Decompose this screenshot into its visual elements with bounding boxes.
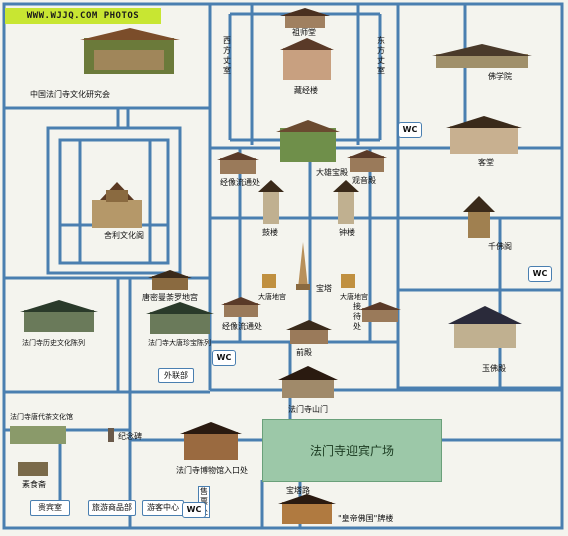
archway-icon[interactable]: [278, 494, 336, 524]
drum-tower-icon[interactable]: [258, 180, 284, 224]
guanyin-hall-label: 观音殿: [352, 176, 376, 185]
jingxiang-office-2-label: 经像流通处: [222, 322, 262, 331]
sutra-building-label: 藏经楼: [294, 86, 318, 95]
west-room-label: 西方丈室: [223, 36, 231, 75]
visitor-center-box[interactable]: 游客中心: [142, 500, 184, 516]
datang-palace-left-label: 大唐地宫: [258, 293, 286, 301]
history-series-label: 法门寺历史文化陈列: [22, 339, 85, 347]
pagoda-icon[interactable]: [296, 242, 310, 290]
buddhist-college-building[interactable]: [432, 44, 532, 68]
tang-tea-building[interactable]: [10, 426, 66, 444]
jade-buddha-hall-label: 玉佛殿: [482, 364, 506, 373]
guest-room-box[interactable]: 贵宾室: [30, 500, 70, 516]
datang-palace-left-icon[interactable]: [262, 274, 276, 288]
wc-sign-3[interactable]: WC: [212, 350, 236, 366]
guanyin-hall-building[interactable]: [347, 150, 387, 172]
plaza[interactable]: 法门寺迎宾广场: [262, 419, 442, 482]
bell-tower-icon[interactable]: [333, 180, 359, 224]
mountain-gate-building[interactable]: [278, 366, 338, 398]
watermark-logo: WWW.WJJQ.COM PHOTOS: [5, 8, 161, 24]
jingxiang-office-building[interactable]: [217, 152, 259, 174]
daxiong-hall-building[interactable]: [276, 120, 340, 162]
treasure-pagoda-label: 宝塔: [316, 284, 332, 293]
qianfo-pavilion-icon[interactable]: [463, 196, 495, 238]
zushi-hall-label: 祖师堂: [292, 28, 316, 37]
sheli-pavilion-building[interactable]: [92, 182, 142, 228]
jingxiang-office-2-building[interactable]: [221, 297, 261, 317]
datang-palace-right-icon[interactable]: [341, 274, 355, 288]
jade-buddha-hall-building[interactable]: [448, 306, 522, 348]
museum-entrance-label: 法门寺博物馆入口处: [176, 466, 248, 475]
research-institute-label: 中国法门寺文化研究会: [30, 90, 110, 99]
memorial-tablet-label: 纪念碑: [118, 432, 142, 441]
wc-sign-4[interactable]: WC: [182, 502, 206, 518]
guest-hall-building[interactable]: [446, 116, 522, 154]
daxiong-hall-label: 大雄宝殿: [316, 168, 348, 177]
sheli-pavilion-label: 舍利文化阁: [104, 231, 144, 240]
qianfo-pavilion-label: 千佛阁: [488, 242, 512, 251]
bell-tower-label: 钟楼: [339, 228, 355, 237]
vegetarian-label: 素食斋: [22, 480, 46, 489]
gift-shop-box[interactable]: 旅游商品部: [88, 500, 136, 516]
front-hall-label: 前殿: [296, 348, 312, 357]
tangmi-palace-label: 唐密曼荼罗地宫: [142, 293, 198, 302]
pagoda-road-label: 宝塔路: [286, 486, 310, 495]
datang-series-label: 法门寺大唐珍宝陈列: [148, 339, 211, 347]
reception-label: 接待处: [353, 302, 361, 331]
datang-series-building[interactable]: [146, 302, 214, 334]
sutra-building-icon[interactable]: [280, 38, 334, 80]
drum-tower-label: 鼓楼: [262, 228, 278, 237]
vegetarian-building[interactable]: [18, 462, 48, 476]
jingxiang-office-label: 经像流通处: [220, 178, 260, 187]
buddhist-college-label: 佛学院: [488, 72, 512, 81]
guest-hall-label: 客堂: [478, 158, 494, 167]
research-institute-building[interactable]: [80, 28, 180, 74]
memorial-tablet-icon: [108, 428, 114, 442]
front-hall-building[interactable]: [286, 320, 332, 344]
tangmi-palace-building[interactable]: [148, 270, 192, 290]
wc-sign-2[interactable]: WC: [528, 266, 552, 282]
history-series-building[interactable]: [20, 300, 98, 332]
archway-label: "皇帝佛国"牌楼: [338, 514, 394, 523]
wc-sign-1[interactable]: WC: [398, 122, 422, 138]
museum-entrance-building[interactable]: [180, 422, 242, 460]
mountain-gate-label: 法门寺山门: [288, 405, 328, 414]
reception-building[interactable]: [359, 302, 401, 322]
tang-tea-label: 法门寺唐代茶文化馆: [10, 413, 73, 421]
zushi-hall-building[interactable]: [280, 8, 330, 28]
datang-palace-right-label: 大唐地宫: [340, 293, 368, 301]
east-room-label: 东方丈室: [377, 36, 385, 75]
foreign-affairs-box[interactable]: 外联部: [158, 368, 194, 383]
